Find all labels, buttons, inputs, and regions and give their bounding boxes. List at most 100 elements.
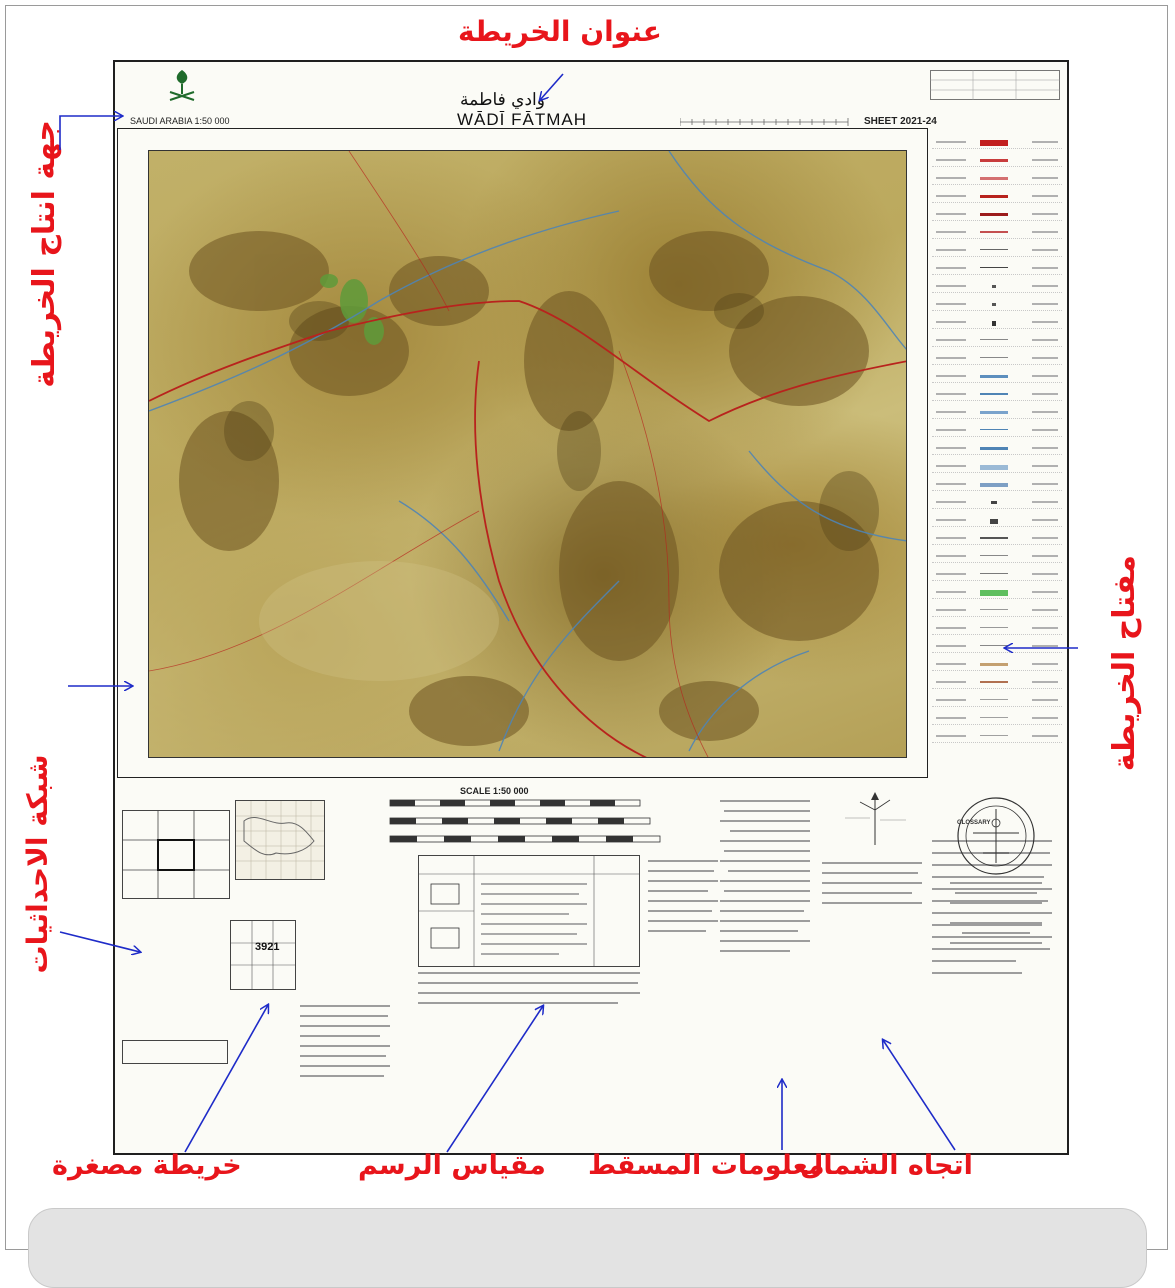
legend-row — [932, 462, 1062, 473]
legend-row — [932, 300, 1062, 311]
saudi-emblem-icon — [169, 70, 195, 101]
sheet-title-english: WĀDĪ FĀTMAH — [457, 110, 587, 129]
projection-line — [720, 950, 790, 952]
glossary-line — [932, 936, 1052, 938]
legend-row — [932, 354, 1062, 365]
legend-row — [932, 318, 1062, 329]
glossary-line — [932, 888, 1052, 890]
legend-row — [932, 174, 1062, 185]
projection-line — [728, 870, 810, 872]
glossary-line — [932, 876, 1044, 878]
reference-table — [122, 1040, 228, 1064]
projection-line — [730, 830, 810, 832]
legend-row — [932, 246, 1062, 257]
projection-line — [720, 860, 810, 862]
glossary-heading: GLOSSARY — [957, 820, 991, 826]
projection-line — [648, 860, 718, 862]
north-line — [822, 862, 922, 864]
legend-row — [932, 516, 1062, 527]
legend-row — [932, 408, 1062, 419]
map-neatline — [117, 128, 928, 778]
agency-line — [950, 922, 1042, 924]
legend-row — [932, 372, 1062, 383]
agency-line — [950, 942, 1042, 944]
glossary-line — [932, 840, 1052, 842]
legend-row — [932, 570, 1062, 581]
notes-line — [300, 1055, 386, 1057]
legend-row — [932, 210, 1062, 221]
legend-row — [932, 480, 1062, 491]
notes-line — [300, 1075, 384, 1077]
adjoining-sheets-index — [122, 800, 230, 900]
projection-line — [648, 900, 718, 902]
legend-row — [932, 552, 1062, 563]
legend-row — [932, 534, 1062, 545]
central-line — [418, 972, 640, 974]
legend-row — [932, 498, 1062, 509]
top-scale-ruler — [680, 118, 849, 126]
projection-table-lines — [419, 856, 639, 966]
projection-line — [724, 890, 810, 892]
projection-line — [720, 900, 810, 902]
legend-row — [932, 732, 1062, 743]
central-line — [418, 982, 638, 984]
notes-line — [300, 1025, 390, 1027]
label-map-title: عنوان الخريطة — [458, 15, 662, 48]
sheet-title-arabic: وادي فاطمة — [460, 90, 545, 110]
projection-data-table — [418, 855, 640, 967]
legend-row — [932, 390, 1062, 401]
projection-line — [720, 910, 804, 912]
central-line — [418, 992, 640, 994]
north-line — [822, 892, 912, 894]
label-north-direction: اتجاه الشمال — [800, 1150, 973, 1181]
legend-row — [932, 606, 1062, 617]
central-line — [418, 1002, 618, 1004]
legend-row — [932, 660, 1062, 671]
sheet-number: SHEET 2021-24 — [864, 116, 937, 127]
legend-row — [932, 642, 1062, 653]
projection-line — [720, 920, 810, 922]
legend-row — [932, 714, 1062, 725]
legend-row — [932, 192, 1062, 203]
notes-line — [300, 1035, 380, 1037]
north-line — [822, 872, 918, 874]
projection-line — [648, 880, 718, 882]
label-coordinate-grid: شبكة الاحداثيات — [21, 754, 54, 974]
north-line — [822, 882, 922, 884]
label-map-key: مفتاح الخريطة — [1107, 555, 1142, 772]
north-arrow-diagram — [845, 792, 906, 845]
label-inset-map: خريطة مصغرة — [52, 1150, 242, 1181]
projection-line — [648, 890, 708, 892]
country-scale-text: SAUDI ARABIA 1:50 000 — [130, 116, 230, 126]
label-projection-info: معلومات المسقط — [588, 1150, 825, 1181]
inset-location-map — [235, 800, 325, 880]
legend-row — [932, 282, 1062, 293]
inset-sheet-number: 3921 — [255, 941, 280, 953]
north-line — [822, 902, 922, 904]
projection-line — [648, 870, 714, 872]
scale-title: SCALE 1:50 000 — [460, 786, 529, 796]
legend-row — [932, 138, 1062, 149]
sheet-info-table — [930, 70, 1060, 100]
notes-line — [300, 1005, 390, 1007]
glossary-line — [932, 972, 1022, 974]
glossary-line — [932, 960, 1016, 962]
legend-row — [932, 426, 1062, 437]
index-grid — [122, 810, 230, 899]
agency-line — [962, 932, 1030, 934]
legend-row — [932, 624, 1062, 635]
agency-seal-icon — [957, 797, 1035, 875]
number-grid-lines — [231, 921, 295, 989]
projection-line — [648, 910, 712, 912]
notes-line — [300, 1065, 390, 1067]
map-features — [149, 151, 906, 757]
topographic-map-image — [148, 150, 907, 758]
notes-line — [300, 1045, 390, 1047]
agency-line — [950, 882, 1042, 884]
sheet-number-grid — [230, 920, 296, 990]
projection-line — [724, 810, 810, 812]
legend-row — [932, 336, 1062, 347]
graphic-scale-bars — [389, 799, 661, 843]
glossary-line — [932, 948, 1050, 950]
projection-line — [724, 850, 810, 852]
